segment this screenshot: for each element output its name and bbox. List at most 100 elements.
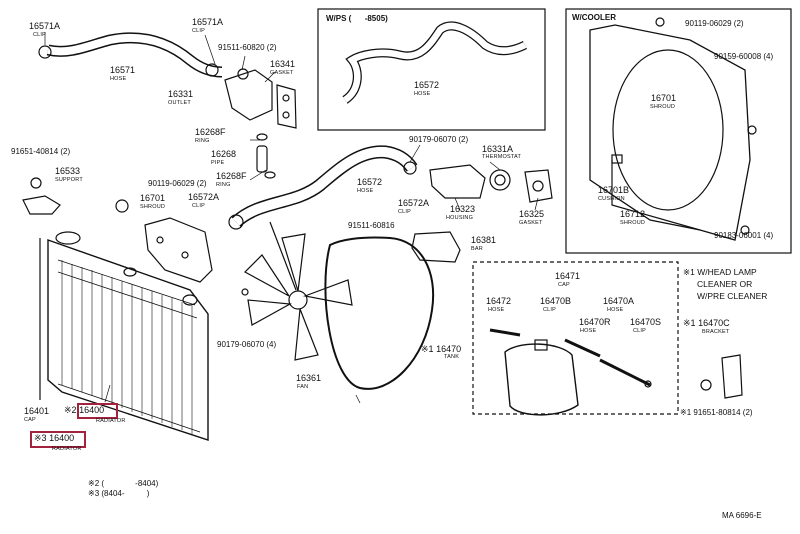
cushion-16701b — [611, 154, 623, 164]
lower-hose-fill — [232, 146, 417, 226]
label-90179-06070-top: 90179-06070 (2) — [409, 135, 469, 144]
label-16381-name: BAR — [471, 246, 483, 252]
label-16470a-num: 16470A — [603, 296, 635, 306]
radiator-filler-neck — [55, 231, 81, 245]
label-16341-num: 16341 — [270, 59, 296, 69]
label-16571a-name: CLIP — [33, 32, 47, 38]
label-16325-name: GASKET — [519, 220, 543, 226]
note-headlamp-line1: ※1 W/HEAD LAMP — [683, 267, 757, 277]
cooler-frame — [565, 8, 792, 254]
ring-16268f-2 — [264, 171, 276, 179]
radiator-core — [61, 260, 193, 434]
label-16470-num: ※1 16470 — [421, 344, 462, 354]
wps-hose-name: HOSE — [414, 91, 431, 97]
label-16400-3-name: RADIATOR — [52, 446, 82, 452]
label-16400-2-name: RADIATOR — [96, 418, 126, 424]
fan-blade-1 — [281, 233, 306, 292]
label-16470b-num: 16470B — [540, 296, 572, 306]
label-16471-name: CAP — [558, 282, 570, 288]
fan-blade-4 — [247, 299, 292, 326]
label-16572a2-num: 16572A — [398, 198, 430, 208]
fan-leader — [269, 221, 297, 291]
pipe-16268 — [256, 145, 268, 173]
label-16533-name: SUPPORT — [55, 177, 83, 183]
legend-line-3: ※3 (8404- ) — [88, 489, 150, 498]
shroud-hole-2 — [181, 251, 189, 259]
clip-90159 — [747, 125, 757, 135]
ps-hose-fill — [342, 22, 527, 103]
bolt-91651 — [30, 177, 42, 189]
label-91651-40814: 91651-40814 (2) — [11, 147, 71, 156]
label-16571-name: HOSE — [110, 76, 127, 82]
bracket-16470c — [721, 354, 743, 399]
legend-line-2: ※2 ( -8404) — [88, 479, 159, 488]
fan-hub — [288, 290, 308, 310]
label-16361-num: 16361 — [296, 373, 322, 383]
label-16572a1-num: 16572A — [188, 192, 220, 202]
clip-16571a — [38, 45, 52, 59]
shroud-16701-left — [144, 217, 213, 283]
fan-belt — [324, 236, 435, 390]
label-16470-name: TANK — [444, 354, 460, 360]
label-16470c-name: BRACKET — [702, 329, 730, 335]
label-16381-num: 16381 — [471, 235, 497, 245]
bolt-90119 — [655, 17, 665, 27]
label-16331-num: 16331 — [168, 89, 194, 99]
radiator-outlet-pipe — [123, 267, 137, 277]
label-16572a2-name: CLIP — [398, 209, 412, 215]
tank-cap-16471 — [534, 339, 548, 351]
leader-lines — [44, 32, 539, 404]
label-16472-name: HOSE — [488, 307, 505, 313]
label-16400-3: ※3 16400 — [34, 433, 75, 443]
shroud-fan-opening — [612, 49, 724, 211]
shroud-hole-1 — [156, 236, 164, 244]
label-16470s-name: CLIP — [633, 328, 647, 334]
outlet-gasket — [276, 84, 297, 129]
label-16341-name: GASKET — [270, 70, 294, 76]
label-16572a1-name: CLIP — [192, 203, 206, 209]
label-16701-cooler-num: 16701 — [651, 93, 677, 103]
diagram-code: MA 6696-E — [722, 511, 762, 520]
label-16470r-name: HOSE — [580, 328, 597, 334]
label-16701b-num: 16701B — [598, 185, 630, 195]
shroud-16712 — [611, 160, 701, 231]
label-16268f1-name: RING — [195, 138, 210, 144]
label-16470c-num: ※1 16470C — [683, 318, 730, 328]
label-90159-60008: 90159-60008 (4) — [714, 52, 774, 61]
radiator-inlet-pipe — [182, 294, 198, 306]
washer-90179 — [241, 288, 249, 296]
ring-16268f-1 — [256, 133, 268, 141]
thermostat — [489, 169, 511, 191]
label-90119-06029-left: 90119-06029 (2) — [148, 179, 207, 188]
label-16572-name: HOSE — [357, 188, 374, 194]
label-16470r-num: 16470R — [579, 317, 611, 327]
reserve-tank — [504, 343, 579, 416]
highlight-16400-2 — [77, 403, 118, 419]
label-91511-60820: 91511-60820 (2) — [218, 43, 277, 52]
label-16470b-name: CLIP — [543, 307, 557, 313]
highlight-16400-3 — [30, 431, 86, 448]
label-16701-cooler-name: SHROUD — [650, 104, 676, 110]
gasket-hole-2 — [282, 111, 290, 119]
label-16472-num: 16472 — [486, 296, 512, 306]
fan-blade-5 — [244, 254, 290, 297]
radiator-tanks — [57, 259, 201, 433]
label-16401-name: CAP — [24, 417, 36, 423]
wps-title: W/PS ( -8505) — [326, 14, 388, 23]
label-16268-num: 16268 — [211, 149, 237, 159]
shroud-bolt — [115, 199, 129, 213]
label-16323-num: 16323 — [450, 204, 476, 214]
label-16323-name: HOUSING — [446, 215, 474, 221]
gasket-hole — [532, 180, 544, 192]
label-91651-80814: ※1 91651-80814 (2) — [680, 408, 753, 417]
label-16331a-name: THERMOSTAT — [482, 154, 522, 160]
label-16712-name: SHROUD — [620, 220, 646, 226]
hose-16470r — [564, 338, 601, 358]
upper-hose-fill — [47, 33, 223, 76]
label-16571a-num: 16571A — [29, 21, 61, 31]
shroud-16701-cooler — [589, 24, 751, 241]
wps-frame — [317, 8, 546, 131]
label-16571a2-num: 16571A — [192, 17, 224, 27]
label-91511-60816: 91511-60816 — [348, 221, 395, 230]
label-16331-name: OUTLET — [168, 100, 191, 106]
